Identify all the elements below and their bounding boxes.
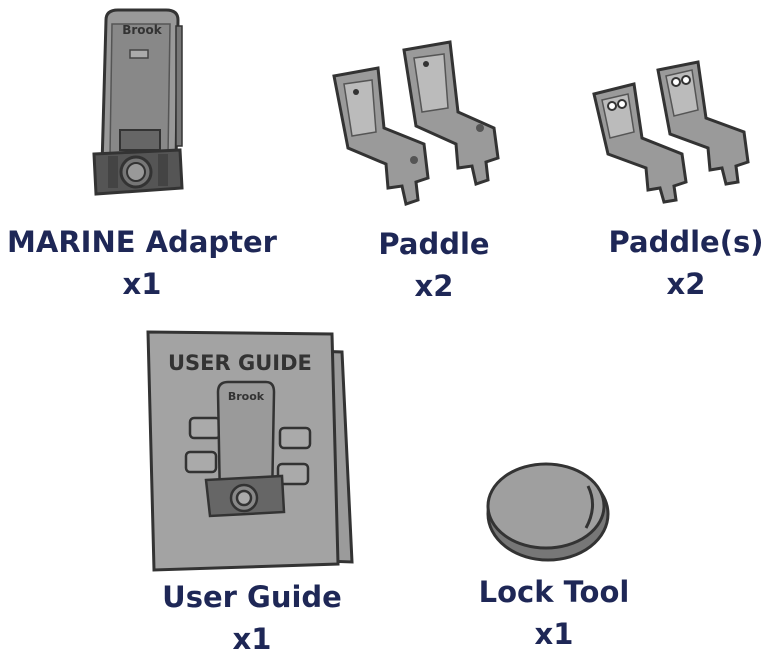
guide-cover-brand: Brook	[228, 390, 265, 403]
lock-tool-illustration	[486, 462, 610, 562]
item-name-paddle: Paddle	[378, 227, 490, 261]
item-name-lock-tool: Lock Tool	[478, 575, 630, 609]
item-qty-paddles: x2	[666, 267, 706, 301]
item-qty-lock-tool: x1	[534, 617, 574, 651]
item-qty-user-guide: x1	[232, 622, 272, 656]
item-qty-paddle: x2	[414, 269, 454, 303]
paddle-illustration	[332, 40, 500, 206]
user-guide-illustration: USER GUIDE Brook	[146, 330, 354, 572]
item-name-paddles: Paddle(s)	[608, 225, 764, 259]
item-name-marine-adapter: MARINE Adapter	[7, 225, 277, 259]
paddles-illustration	[592, 60, 750, 204]
guide-cover-title: USER GUIDE	[168, 351, 312, 375]
marine-adapter-illustration: Brook	[92, 8, 184, 196]
adapter-brand-logo: Brook	[122, 23, 163, 37]
item-qty-marine-adapter: x1	[122, 267, 162, 301]
item-name-user-guide: User Guide	[162, 580, 342, 614]
